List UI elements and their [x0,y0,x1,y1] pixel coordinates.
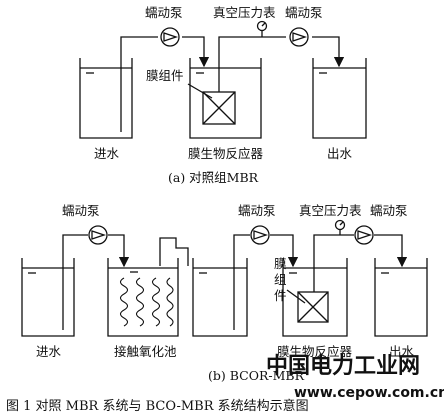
reactor-tank-a [189,58,262,139]
inlet-label-b: 进水 [36,344,62,359]
pressure-gauge-icon [256,20,268,32]
biofilm-carrier-icon [119,277,174,327]
outlet-tank-b [374,258,428,337]
gauge-label-a: 真空压力表 [213,5,276,20]
diagram-a [79,20,367,139]
membrane-module-label-b-1: 膜 [274,256,287,271]
pipe-inlet-to-pump-b [62,234,88,330]
pump-icon [88,225,108,245]
membrane-module-label-b-2: 组 [274,272,287,287]
pipe-intermediate-to-pump-b [233,234,250,330]
pipe-contact-to-intermediate-b [159,237,189,266]
pipe-pump-to-reactor-b [270,234,299,268]
pipe-inlet-to-pump-a [120,36,158,132]
pump-label-a-left: 蠕动泵 [145,5,183,20]
pump-icon [354,225,374,245]
pipe-module-to-outlet-a [218,36,286,92]
outlet-label-b: 出水 [389,344,415,359]
pipe-pump2-to-outlet-a [312,36,345,68]
caption-b: (b) BCOR-MBR [208,368,305,383]
reactor-label-b: 膜生物反应器 [277,344,353,359]
membrane-module-label-a: 膜组件 [146,68,184,83]
contact-oxidation-label-b: 接触氧化池 [114,344,177,359]
pump-label-b-1: 蠕动泵 [62,203,100,218]
watermark-title: 中国电力工业网 [266,354,420,379]
watermark: 中国电力工业网 www.cepow.com.cn [266,354,444,401]
outlet-label-a: 出水 [327,146,353,161]
pump-icon [289,27,309,47]
figure-caption: 图 1 对照 MBR 系统与 BCO-MBR 系统结构示意图 [6,398,309,414]
pump-icon [250,225,270,245]
caption-a: (a) 对照组MBR [168,170,259,185]
pipe-module-to-outlet-b [313,234,354,292]
membrane-module-label-b-3: 件 [274,288,287,303]
inlet-tank-b [21,258,75,337]
module-leader-a [187,83,213,99]
diagram-b-labels: 蠕动泵 蠕动泵 真空压力表 蠕动泵 膜 组 件 进水 接触氧化池 膜生物反应器 … [36,203,415,383]
inlet-label-a: 进水 [94,146,120,161]
inlet-tank-a [79,58,133,139]
pump-label-b-2: 蠕动泵 [238,203,276,218]
pump-label-b-3: 蠕动泵 [370,203,408,218]
contact-oxidation-tank-b [107,258,179,337]
membrane-module-b [297,291,329,323]
diagram-b [21,219,428,337]
pump-icon [160,27,180,47]
gauge-label-b: 真空压力表 [299,203,362,218]
pipe-pump-to-contact-b [108,234,130,268]
intermediate-tank-b [192,258,248,337]
pipe-pump3-to-outlet-b [374,234,408,268]
pump-label-a-right: 蠕动泵 [285,5,323,20]
diagram-a-labels: 蠕动泵 真空压力表 蠕动泵 膜组件 进水 膜生物反应器 出水 (a) 对照组MB… [94,5,353,185]
reactor-tank-b [282,258,348,337]
pressure-gauge-icon [334,219,346,231]
watermark-url: www.cepow.com.cn [294,385,444,401]
pipe-pump-to-reactor-a [182,36,210,68]
outlet-tank-a [312,58,367,139]
module-leader-b [286,289,306,304]
reactor-label-a: 膜生物反应器 [188,146,264,161]
membrane-module-a [202,91,236,125]
